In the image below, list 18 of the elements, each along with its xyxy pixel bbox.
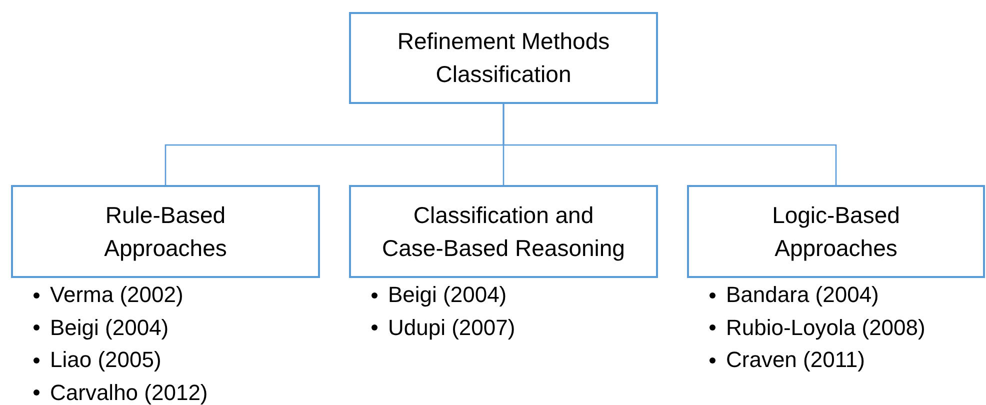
reference-item: Bandara (2004) xyxy=(726,281,879,309)
reference-item: Rubio-Loyola (2008) xyxy=(726,314,926,342)
box-label: Rule-Based Approaches xyxy=(103,200,228,263)
category-box xyxy=(687,185,985,278)
category-box xyxy=(349,185,658,278)
reference-item: Beigi (2004) xyxy=(388,281,507,309)
reference-item: Udupi (2007) xyxy=(388,314,516,342)
box-label: Classification and Case-Based Reasoning xyxy=(381,200,626,263)
box-label: Logic-Based Approaches xyxy=(771,200,901,263)
reference-item: Craven (2011) xyxy=(726,346,865,374)
connector-line xyxy=(502,104,837,185)
reference-item: Carvalho (2012) xyxy=(50,378,208,405)
box-label: Refinement Methods Classification xyxy=(396,27,611,89)
category-box xyxy=(11,185,320,278)
reference-item: Liao (2005) xyxy=(50,346,162,374)
reference-item: Beigi (2004) xyxy=(50,314,169,342)
reference-item: Verma (2002) xyxy=(50,281,184,309)
root-box xyxy=(349,12,658,104)
